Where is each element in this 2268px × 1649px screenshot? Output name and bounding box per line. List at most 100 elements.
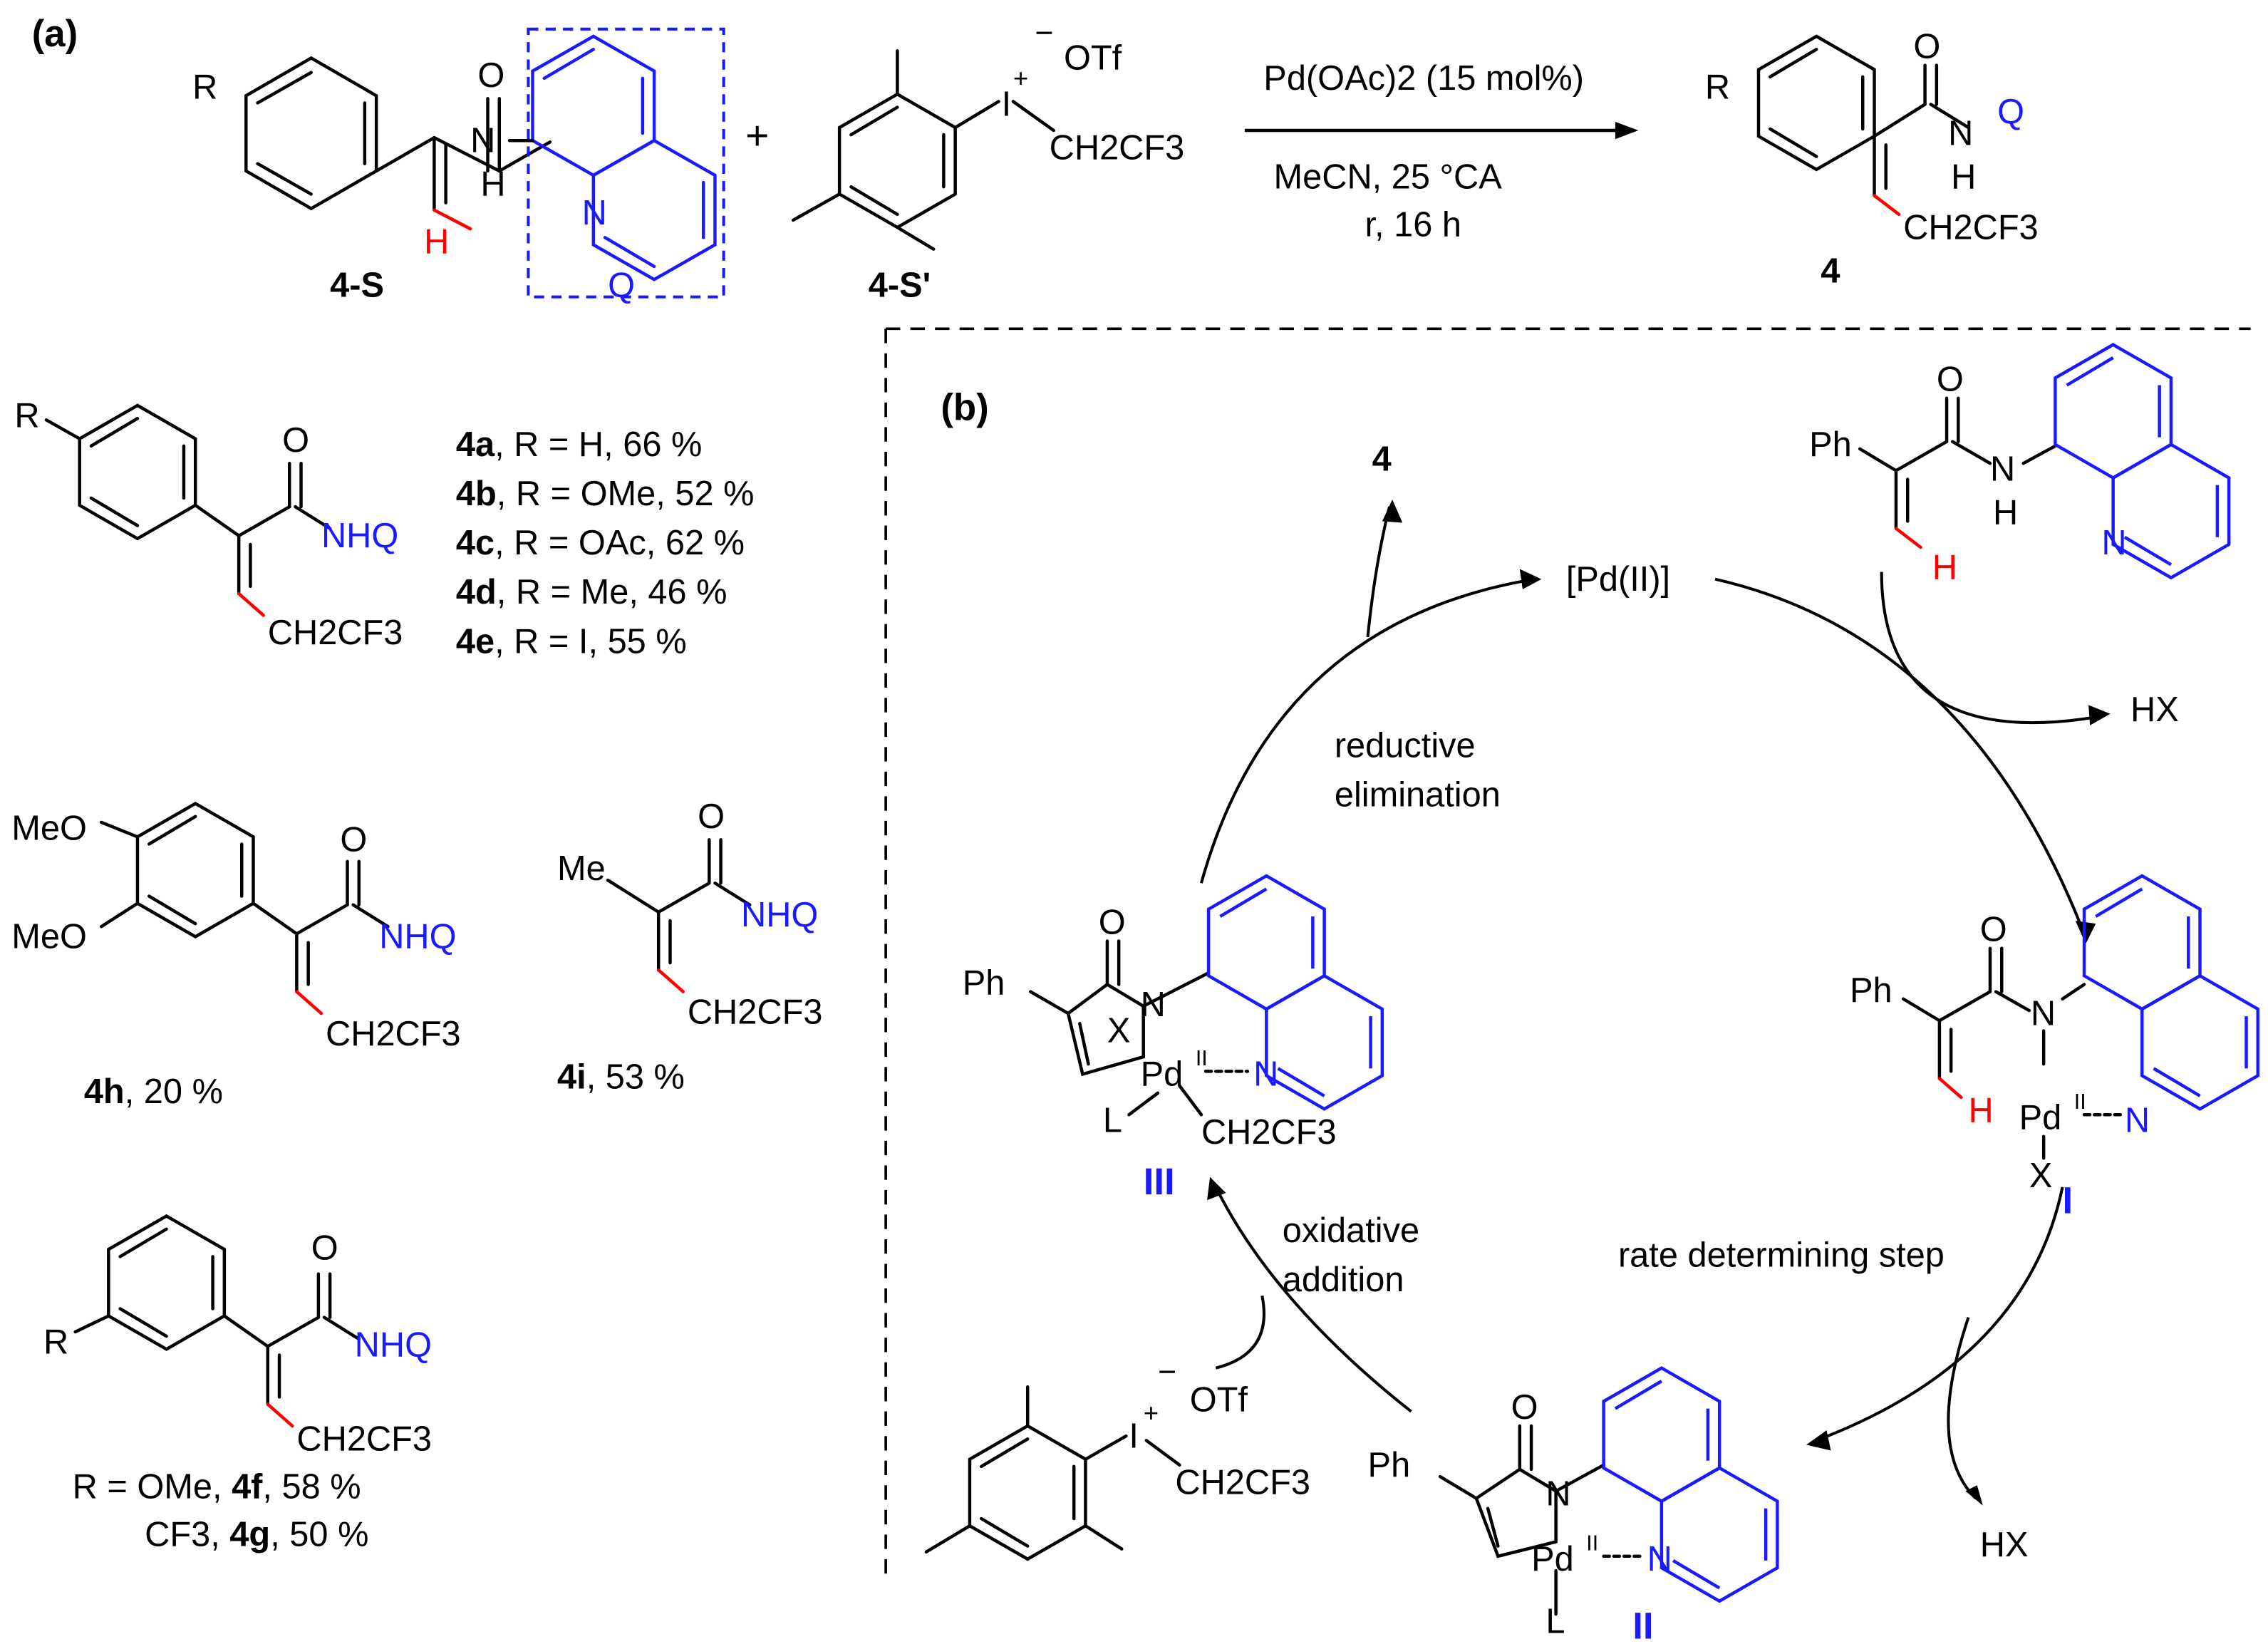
atom-label: CH2CF3 <box>688 993 823 1031</box>
atom-label: N <box>2101 524 2126 562</box>
atom-label: Me <box>557 849 606 888</box>
atom-label: + <box>1144 1398 1159 1427</box>
atom-label: Ph <box>1850 971 1892 1010</box>
substrate-4-S <box>244 56 552 231</box>
atom-label: OTf <box>1064 39 1122 78</box>
atom-label: O <box>1980 911 2007 949</box>
atom-label: N <box>470 121 495 160</box>
product-entry: 4b, R = OMe, 52 % <box>456 475 755 513</box>
atom-label: H <box>480 165 505 203</box>
atom-label: R <box>192 68 217 106</box>
product-entry: 4d, R = Me, 46 % <box>456 573 727 611</box>
intermediate-label-I: I <box>2063 1179 2073 1221</box>
step-label: oxidative <box>1283 1211 1419 1250</box>
atom-label: CH2CF3 <box>296 1420 432 1459</box>
product-entry: 4e, R = I, 55 % <box>456 622 687 661</box>
atom-label: CH2CF3 <box>1175 1463 1310 1501</box>
atom-label: CH2CF3 <box>1201 1113 1337 1152</box>
condition-time: r, 16 h <box>1365 205 1461 244</box>
atom-label: MeO <box>11 918 87 956</box>
intermediate-II <box>1438 1424 1645 1616</box>
atom-label: X <box>1107 1012 1131 1050</box>
scope-structure-4h <box>99 801 390 1015</box>
atom-label: II <box>1196 1046 1208 1070</box>
atom-label: Q <box>1997 93 2024 131</box>
atom-label: Pd <box>1141 1055 1184 1094</box>
atom-label: NHQ <box>741 896 818 934</box>
atom-label: O <box>698 797 725 836</box>
atom-label: MeO <box>11 809 87 847</box>
product-entry: R = OMe, 4f, 58 % <box>73 1468 361 1506</box>
panel-b-label: (b) <box>941 386 988 428</box>
atom-label: H <box>1932 549 1957 587</box>
atom-label: O <box>311 1229 338 1267</box>
intermediate-II-quinoline <box>1602 1366 1779 1603</box>
intermediate-III <box>1029 939 1250 1117</box>
atom-label: NHQ <box>355 1325 432 1364</box>
atom-label: L <box>1103 1102 1122 1140</box>
atom-label: CH2CF3 <box>268 614 403 652</box>
atom-label: + <box>1013 63 1028 93</box>
product-entry: 4c, R = OAc, 62 % <box>456 524 745 562</box>
atom-label: N <box>1990 450 2015 489</box>
reagent-label: 4-S' <box>869 267 931 305</box>
atom-label: N <box>1141 986 1166 1024</box>
product-entry: 4a, R = H, 66 % <box>456 425 703 464</box>
cycle-product-label: 4 <box>1372 440 1392 478</box>
substrate-label: 4-S <box>330 267 384 305</box>
scope-structure-4a-e <box>44 403 332 617</box>
atom-label: − <box>1035 16 1053 51</box>
catalyst-label: [Pd(II)] <box>1566 560 1670 599</box>
atom-label: II <box>1586 1531 1598 1556</box>
plus-sign: + <box>745 113 769 158</box>
atom-label: − <box>1158 1355 1176 1390</box>
step-label: rate determining step <box>1618 1236 1945 1275</box>
intermediate-III-quinoline <box>1206 874 1384 1111</box>
atom-label: O <box>1511 1388 1538 1427</box>
atom-label: X <box>2029 1157 2053 1195</box>
atom-label: I <box>1002 86 1012 124</box>
atom-label: Ph <box>1368 1446 1411 1484</box>
product-4 <box>1756 34 1970 217</box>
byproduct-label: HX <box>2130 691 2179 729</box>
atom-label: O <box>1937 361 1964 399</box>
cycle-arrowheads <box>1207 499 2111 1506</box>
cycle-substrate-quinoline <box>2054 343 2231 580</box>
atom-label: H <box>1993 494 2018 532</box>
step-label: addition <box>1283 1261 1404 1299</box>
q-dashed-box <box>527 27 725 299</box>
product-label: 4 <box>1821 252 1840 290</box>
cycle-iodonium-reagent <box>924 1385 1181 1561</box>
product-entry: 4h, 20 % <box>84 1072 223 1111</box>
atom-label: N <box>1253 1055 1278 1094</box>
reaction-arrowhead <box>1615 121 1639 140</box>
atom-label: CH2CF3 <box>326 1015 461 1053</box>
byproduct-label: HX <box>1980 1526 2029 1564</box>
scope-yields-4a-e: 4a, R = H, 66 % 4b, R = OMe, 52 % 4c, R … <box>456 425 755 661</box>
quinoline-group <box>507 34 717 281</box>
step-label: reductive <box>1335 727 1476 765</box>
atom-label: N <box>2125 1102 2150 1140</box>
atom-label: R <box>43 1323 68 1361</box>
atom-label: Pd <box>1531 1540 1574 1578</box>
scope-structure-4f-g <box>73 1214 361 1428</box>
atom-label: H <box>1951 157 1976 196</box>
atom-label: H <box>1969 1091 1994 1130</box>
reagent-4-S-prime <box>791 49 1055 251</box>
condition-solvent: MeCN, 25 °CA <box>1274 157 1503 196</box>
intermediate-label-II: II <box>1632 1606 1653 1648</box>
atom-label: O <box>1099 903 1126 941</box>
product-entry: 4i, 53 % <box>557 1058 685 1097</box>
atom-label: N <box>582 194 607 232</box>
atom-label: OTf <box>1190 1381 1248 1420</box>
intermediate-I <box>1901 946 2123 1160</box>
atom-label: N <box>1647 1540 1672 1578</box>
panel-a-label: (a) <box>32 13 78 55</box>
atom-label: Ph <box>1809 425 1852 464</box>
product-entry: CF3, 4g, 50 % <box>145 1516 368 1554</box>
scope-structure-4i <box>606 838 752 993</box>
atom-label: NHQ <box>379 918 456 956</box>
step-label: elimination <box>1335 776 1501 815</box>
cycle-arrows <box>1199 506 2099 1499</box>
